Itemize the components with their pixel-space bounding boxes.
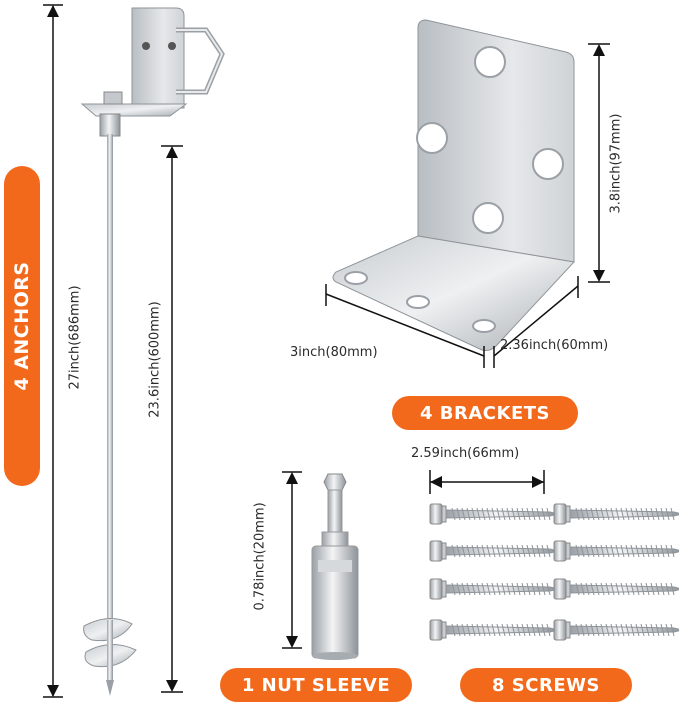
screws-badge-label: 8 SCREWS	[492, 674, 600, 696]
ground-anchor	[80, 7, 225, 696]
anchor-shaft-dimension-arrow	[161, 145, 183, 693]
screw	[553, 540, 679, 562]
screw-length-dimension-arrow	[429, 470, 545, 494]
bracket-width-dimension-label: 2.36inch(60mm)	[500, 338, 609, 353]
l-bracket	[332, 19, 575, 351]
screws-badge: 8 SCREWS	[460, 668, 632, 702]
screw	[553, 619, 679, 641]
anchor-total-dimension-arrow	[43, 4, 63, 698]
screw	[553, 578, 679, 600]
anchors-badge-label: 4 ANCHORS	[11, 261, 33, 391]
bracket-height-dimension-arrow	[588, 43, 610, 283]
brackets-badge: 4 BRACKETS	[392, 396, 578, 430]
screw	[429, 540, 559, 562]
screw	[429, 619, 559, 641]
bracket-length-dimension-label: 3inch(80mm)	[290, 345, 378, 360]
screw	[429, 578, 559, 600]
brackets-badge-label: 4 BRACKETS	[420, 402, 550, 424]
bracket-height-dimension-label: 3.8inch(97mm)	[608, 113, 624, 214]
screw-length-dimension-label: 2.59inch(66mm)	[411, 446, 520, 461]
bracket-length-dimension-arrow	[325, 284, 485, 368]
sleeve-length-dimension-label: 0.78inch(20mm)	[252, 502, 268, 611]
anchors-badge: 4 ANCHORS	[4, 166, 40, 486]
anchor-shaft-dimension-label: 23.6inch(600mm)	[147, 301, 163, 418]
nut-sleeve	[311, 473, 359, 660]
anchor-total-dimension-label: 27inch(686mm)	[67, 285, 83, 390]
sleeve-length-dimension-arrow	[282, 471, 302, 649]
nut-sleeve-badge-label: 1 NUT SLEEVE	[241, 674, 391, 696]
screws-group	[429, 503, 679, 641]
screw	[429, 503, 559, 525]
bracket-width-dimension-arrow	[493, 276, 579, 368]
nut-sleeve-badge: 1 NUT SLEEVE	[220, 668, 412, 702]
screw	[553, 503, 679, 525]
